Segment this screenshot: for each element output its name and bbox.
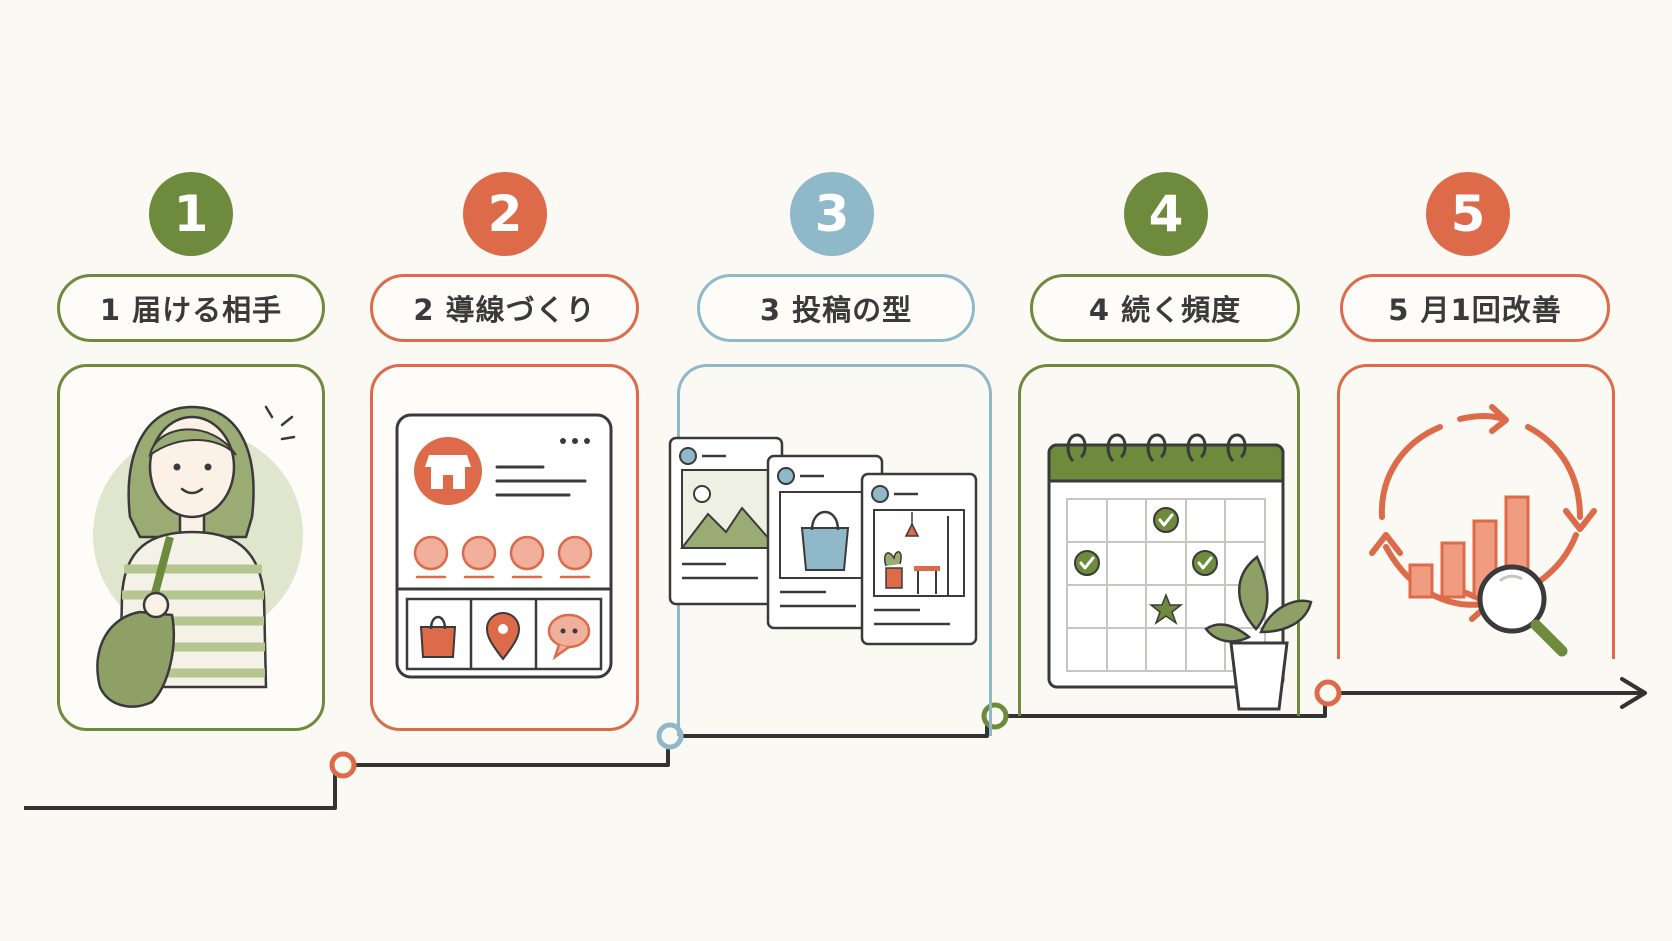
calendar-plant-icon [1047, 433, 1313, 711]
step-4-card [1018, 364, 1313, 716]
timeline-node-2 [329, 751, 357, 779]
step-5-label: 5 月1回改善 [1340, 274, 1610, 342]
step-4-badge: 4 [1124, 172, 1208, 256]
step-2-badge: 2 [463, 172, 547, 256]
shop-profile-icon [395, 413, 613, 679]
timeline-arrowhead [1620, 677, 1647, 709]
step-1-label: 1 届ける相手 [57, 274, 325, 342]
step-4-label: 4 続く頻度 [1030, 274, 1300, 342]
step-5-card [1337, 364, 1615, 659]
step-3-badge: 3 [790, 172, 874, 256]
step-3-label: 3 投稿の型 [697, 274, 975, 342]
step-2-card [370, 364, 639, 731]
person-with-bag-icon [93, 405, 303, 708]
step-1-card [57, 364, 325, 731]
post-templates-icon [668, 436, 978, 646]
timeline-node-3 [656, 722, 684, 750]
step-5-badge: 5 [1426, 172, 1510, 256]
step-2-label: 2 導線づくり [370, 274, 639, 342]
improvement-cycle-icon [1369, 404, 1597, 657]
step-3-card [668, 364, 992, 736]
timeline-node-5 [1314, 679, 1342, 707]
step-1-badge: 1 [149, 172, 233, 256]
